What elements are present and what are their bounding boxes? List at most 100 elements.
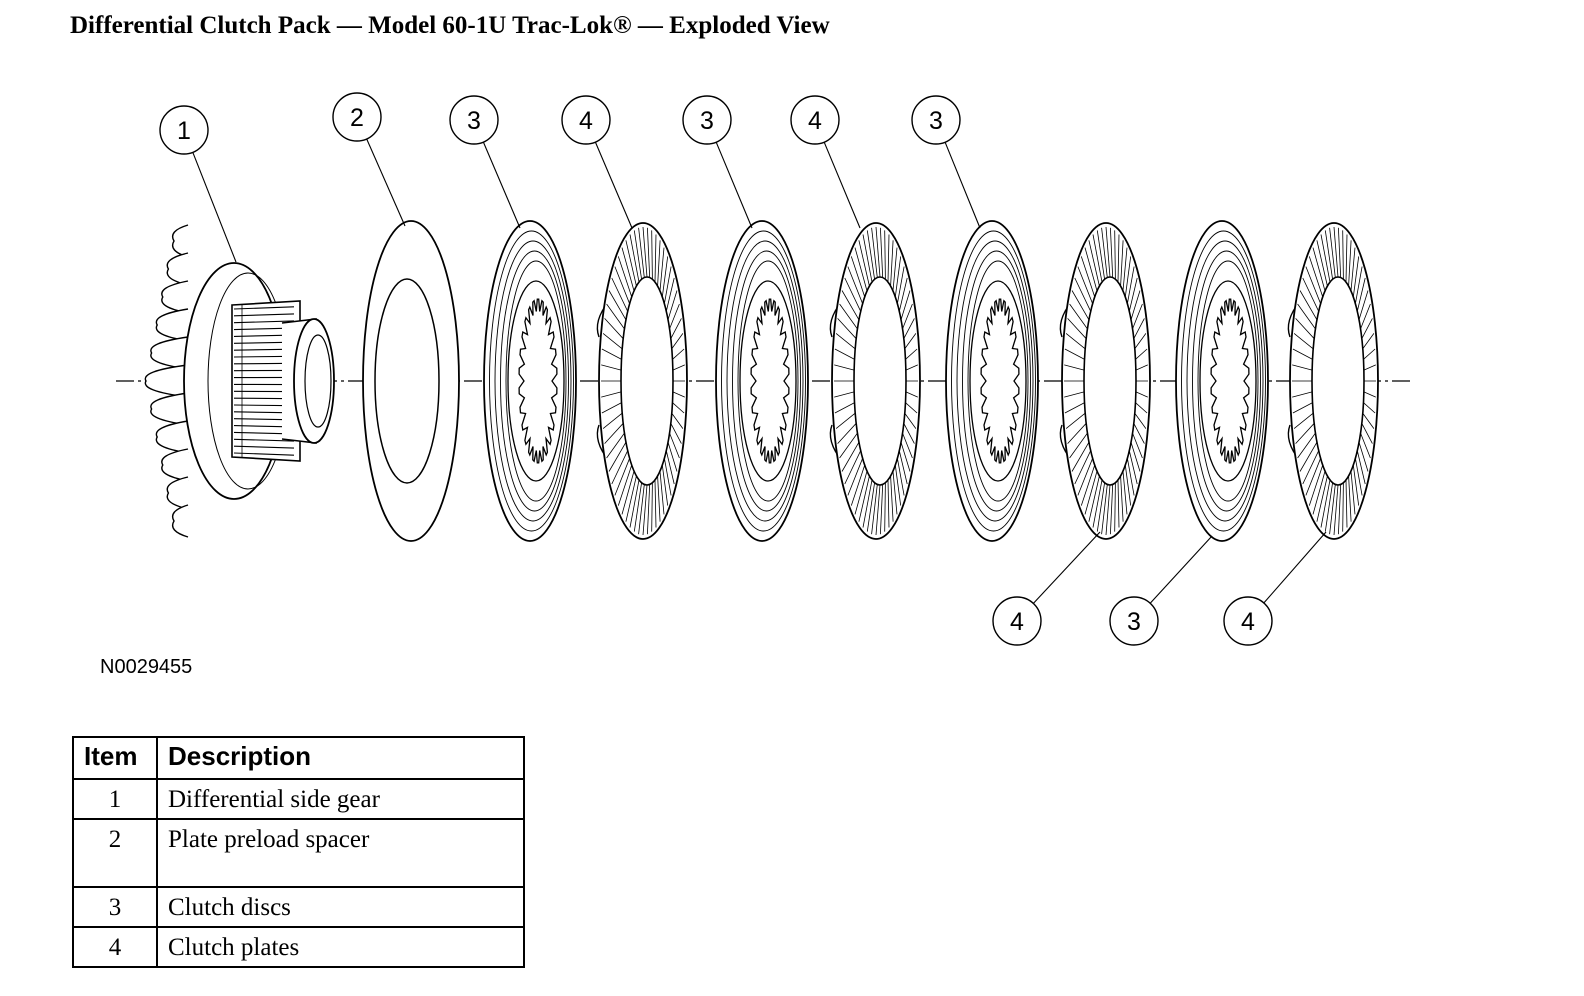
disc-groove xyxy=(962,250,1031,512)
callout-leader xyxy=(944,141,981,229)
callout-8: 4 xyxy=(992,531,1101,646)
plate-preload-spacer xyxy=(362,220,460,542)
disc-groove xyxy=(1192,250,1261,512)
hub-spline xyxy=(233,445,295,449)
clutch-plate xyxy=(829,222,921,540)
plate-hatching xyxy=(834,226,918,536)
callout-number: 3 xyxy=(1127,608,1141,636)
callout-1: 1 xyxy=(159,105,237,263)
callout-leader xyxy=(1263,531,1327,604)
callout-leader xyxy=(192,152,237,263)
spacer-inner xyxy=(374,278,440,484)
plate-hatching xyxy=(601,226,685,536)
legend-row: 2 Plate preload spacer xyxy=(72,818,525,888)
callout-6: 4 xyxy=(790,95,861,229)
callout-bubble xyxy=(332,92,382,142)
legend-table: Item Description 1 Differential side gea… xyxy=(72,736,525,968)
callout-leader xyxy=(823,141,861,229)
hub-spline xyxy=(233,306,295,310)
plate-hatching xyxy=(1292,226,1376,536)
gear-tooth xyxy=(150,392,189,426)
gear-tooth xyxy=(150,336,189,370)
callout-number: 3 xyxy=(929,107,943,135)
callout-5: 3 xyxy=(682,95,753,229)
gear-tooth xyxy=(166,476,189,510)
disc-groove xyxy=(951,230,1036,532)
hub-spline xyxy=(233,313,295,317)
legend-row: 1 Differential side gear xyxy=(72,778,525,820)
legend-row: 4 Clutch plates xyxy=(72,926,525,968)
legend-row: 3 Clutch discs xyxy=(72,886,525,928)
gear-tooth xyxy=(171,504,189,538)
callout-bubble xyxy=(449,95,499,145)
callout-number: 2 xyxy=(350,104,364,132)
callout-bubble xyxy=(1109,596,1159,646)
legend-header-item: Item xyxy=(72,736,158,780)
callout-number: 4 xyxy=(1010,608,1024,636)
callout-number: 3 xyxy=(467,107,481,135)
legend-item-description: Plate preload spacer xyxy=(156,818,525,888)
disc-groove xyxy=(737,260,799,502)
disc-groove xyxy=(1197,260,1259,502)
disc-groove xyxy=(967,260,1029,502)
page-title: Differential Clutch Pack — Model 60-1U T… xyxy=(70,12,830,39)
legend-header-description: Description xyxy=(156,736,525,780)
disc-internal-teeth xyxy=(750,298,790,464)
callout-bubble xyxy=(561,95,611,145)
disc-groove xyxy=(500,250,569,512)
figure-id: N0029455 xyxy=(100,656,193,678)
legend-item-number: 2 xyxy=(72,818,158,888)
gear-tooth xyxy=(144,364,189,398)
legend-item-description: Clutch plates xyxy=(156,926,525,968)
legend-item-description: Differential side gear xyxy=(156,778,525,820)
callout-number: 4 xyxy=(808,107,822,135)
gear-tooth xyxy=(161,280,189,314)
hub-spline xyxy=(233,320,295,324)
plate-bore xyxy=(853,276,907,486)
disc-groove xyxy=(726,240,804,522)
plate-bore xyxy=(620,276,674,486)
callout-leader xyxy=(1149,535,1213,604)
callout-leader xyxy=(482,141,521,229)
plate-bore xyxy=(1083,276,1137,486)
callout-4: 4 xyxy=(561,95,633,229)
legend-item-description: Clutch discs xyxy=(156,886,525,928)
disc-groove xyxy=(732,250,801,512)
callouts: 1 2 3 4 3 4 3 4 3 4 xyxy=(159,92,1327,646)
gear-tooth xyxy=(161,448,189,482)
callout-bubble xyxy=(159,105,209,155)
disc-groove xyxy=(494,240,572,522)
callout-number: 4 xyxy=(579,107,593,135)
gear-tooth xyxy=(166,252,189,286)
hub-spline xyxy=(233,452,295,456)
disc-groove xyxy=(721,230,806,532)
disc-groove xyxy=(956,240,1034,522)
plate-hatching xyxy=(1064,226,1148,536)
clutch-plate xyxy=(1059,222,1151,540)
callout-leader xyxy=(715,141,753,229)
clutch-plate xyxy=(596,222,688,540)
callout-bubble xyxy=(911,95,961,145)
callout-number: 3 xyxy=(700,107,714,135)
callout-bubble xyxy=(682,95,732,145)
callout-number: 1 xyxy=(177,117,191,145)
plate-bore xyxy=(1311,276,1365,486)
disc-friction-edge xyxy=(739,280,797,482)
clutch-plate xyxy=(1287,222,1379,540)
legend-item-number: 4 xyxy=(72,926,158,968)
callout-bubble xyxy=(1223,596,1273,646)
hub-spline xyxy=(233,438,295,442)
callout-3: 3 xyxy=(449,95,521,229)
gear-tooth xyxy=(155,420,189,454)
callout-9: 3 xyxy=(1109,535,1213,646)
callout-number: 4 xyxy=(1241,608,1255,636)
disc-internal-teeth xyxy=(980,298,1020,464)
callout-7: 3 xyxy=(911,95,981,229)
clutch-disc xyxy=(1175,220,1269,542)
clutch-disc xyxy=(483,220,577,542)
differential-side-gear xyxy=(144,224,335,538)
disc-groove xyxy=(1181,230,1266,532)
callout-leader xyxy=(594,141,633,229)
callout-bubble xyxy=(992,596,1042,646)
disc-internal-teeth xyxy=(518,298,558,464)
